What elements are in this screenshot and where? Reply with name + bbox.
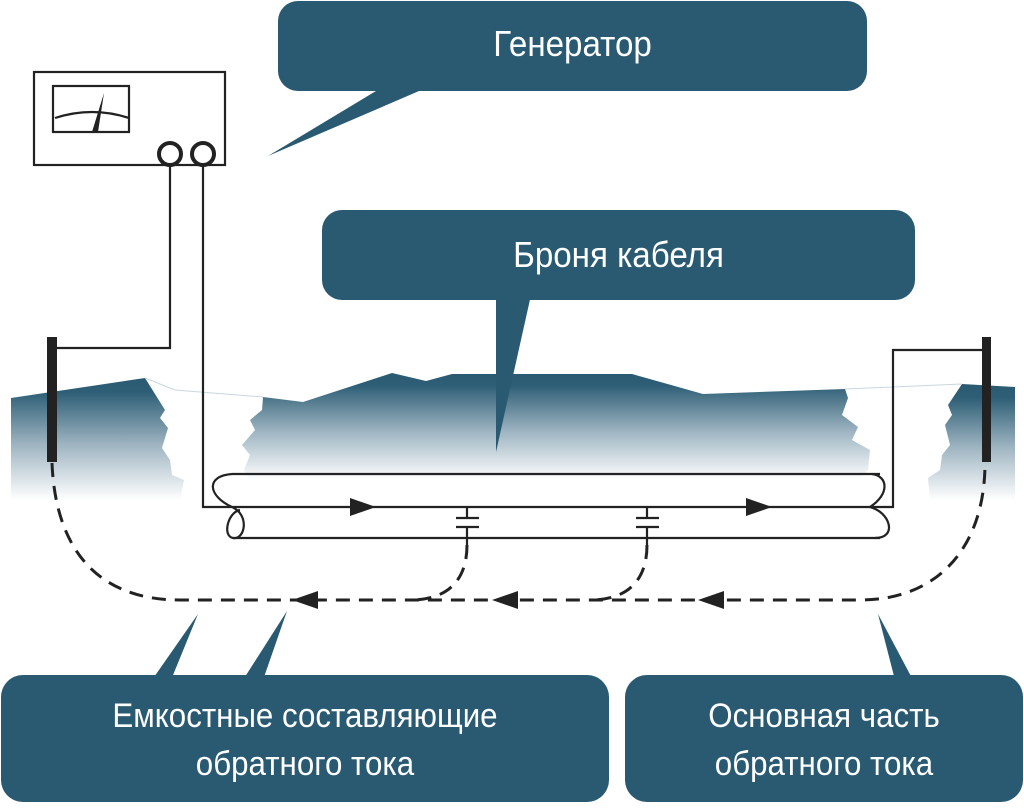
buried-cable [211,472,891,540]
return-current-arrow-2 [492,591,518,609]
callout-capacitive-line2: обратного тока [195,745,415,783]
callout-main-line1: Основная часть [708,697,940,735]
return-path-capacitive-2 [589,544,649,602]
wire-right-rod [880,348,982,509]
ground-rod-left [47,337,57,462]
wire-to-left-rod [57,165,172,350]
ground-surface-line [144,377,963,398]
callout-main-return [625,614,1023,802]
meter-scale [54,110,130,120]
forward-current-arrow-2 [746,498,772,516]
meter-needle[interactable] [92,93,104,132]
terminal-right[interactable] [190,141,216,167]
meter-window [51,84,131,134]
callout-capacitive [1,611,609,802]
callout-cable-armor [322,210,915,452]
callout-main-line2: обратного тока [714,745,934,783]
return-path-capacitive-1 [409,544,469,602]
callout-generator [268,1,867,156]
wire-to-cable [201,165,232,509]
return-current-arrow-3 [698,591,724,609]
ground-left [11,378,184,500]
forward-current-arrow-1 [350,498,376,516]
callout-cable-armor-text: Броня кабеля [513,234,724,275]
terminal-left[interactable] [157,141,183,167]
return-current-arrow-1 [292,591,318,609]
ground-rod-right [982,337,991,462]
callout-generator-text: Генератор [493,23,652,64]
generator-body [32,70,227,167]
ground-middle [242,373,870,480]
capacitor-1 [456,507,479,545]
return-path-main [50,462,987,602]
ground-right [928,384,1015,500]
capacitor-2 [636,507,659,545]
callout-capacitive-line1: Емкостные составляющие [112,697,498,735]
